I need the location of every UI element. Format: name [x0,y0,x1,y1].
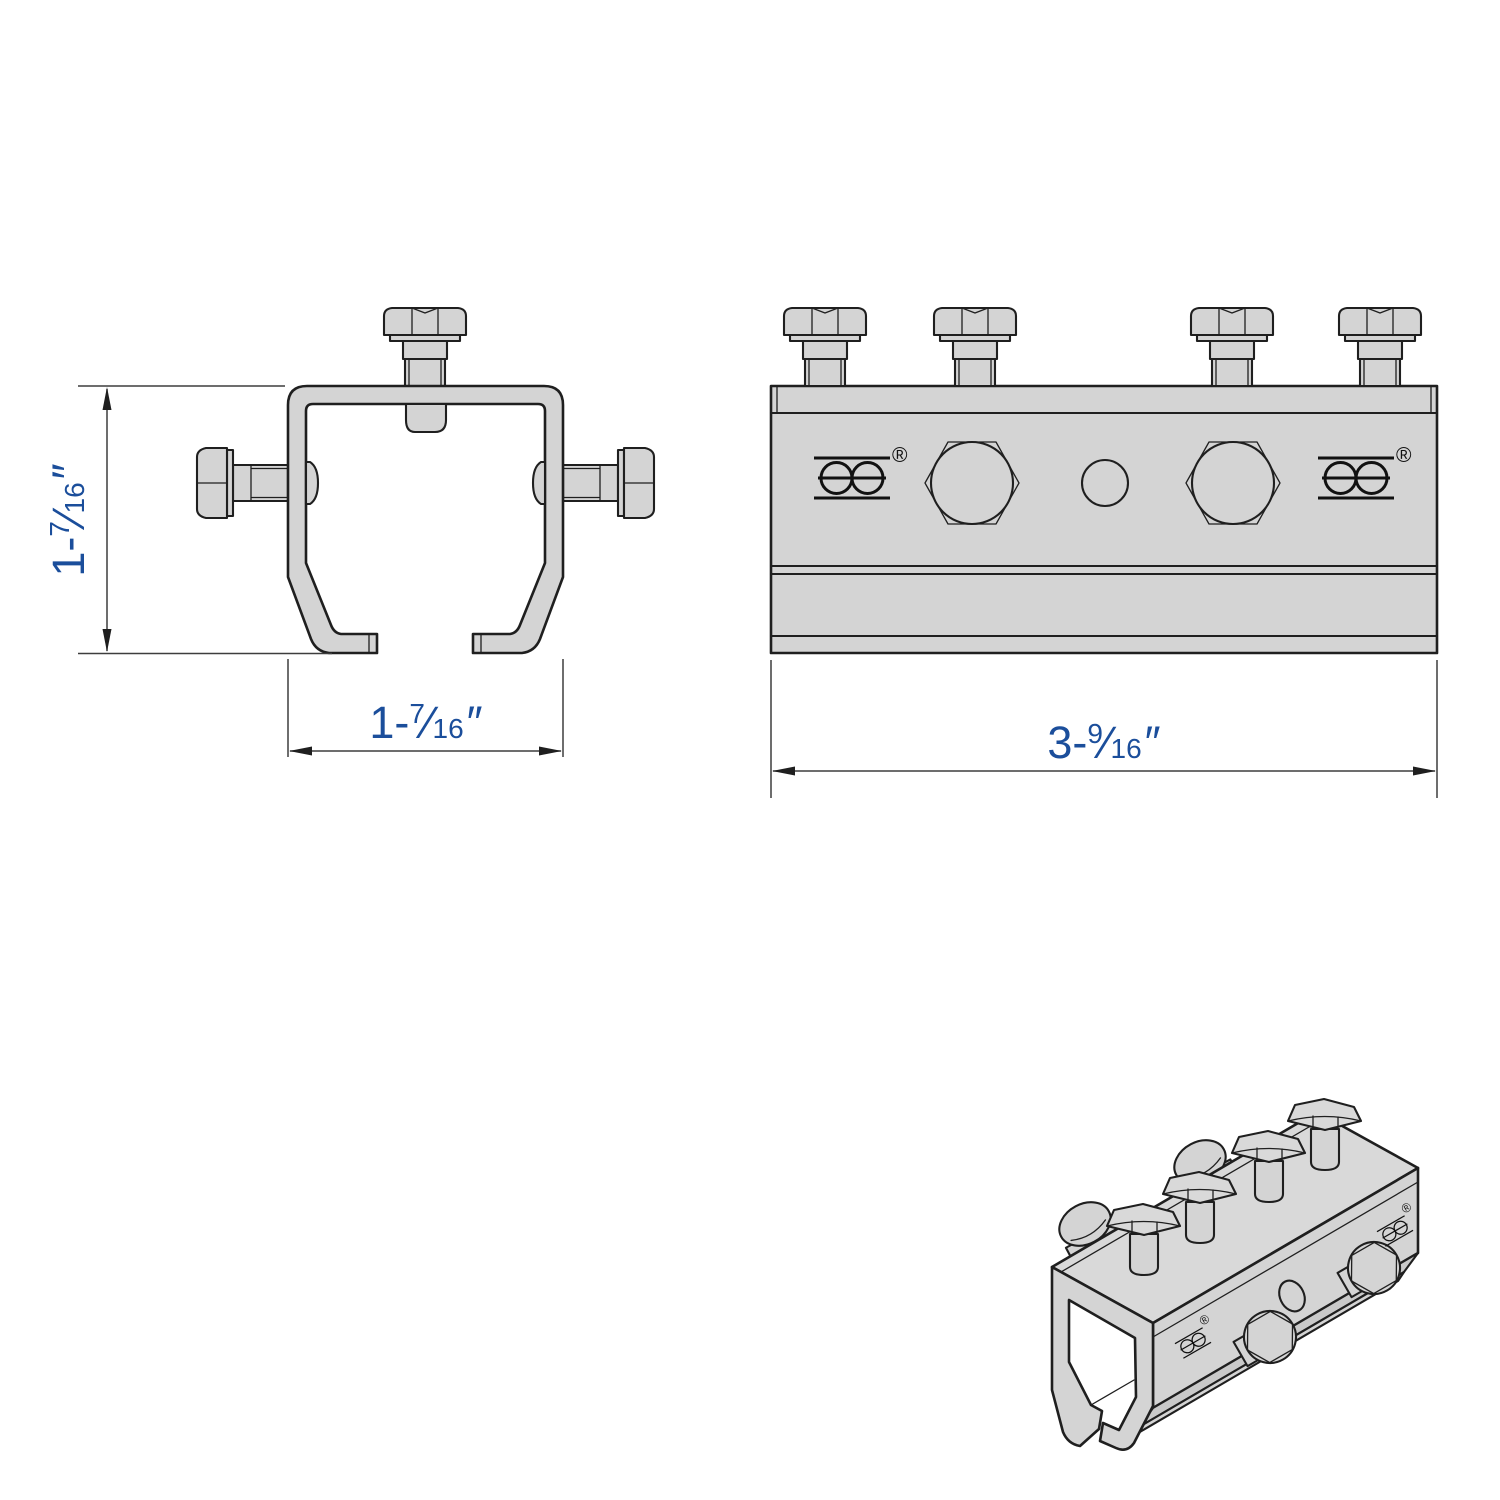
isometric-view [1049,1097,1424,1451]
coupler-body [769,384,1439,655]
arrow-right-icon [539,746,562,756]
arrow-right-icon [1413,766,1436,776]
center-hole [1080,458,1130,508]
right-side-bolt [561,446,656,520]
front-view: 1-7⁄16″ 1-7⁄16″ [43,306,656,757]
top-bolt [382,306,468,388]
top-bolt-1 [782,306,868,388]
height-dimension-label: 1-7⁄16″ [43,463,94,576]
channel-end-profile [1050,1265,1155,1451]
left-bolt-tip [304,460,320,506]
top-bolt-tip [404,402,448,434]
length-dimension-label: 3-9⁄16″ [1047,717,1160,768]
inner-foot-edge-line [1090,1379,1135,1406]
center-hole [1278,1279,1306,1313]
top-bolt-3 [1189,306,1275,388]
right-bolt-tip [531,460,547,506]
length-dimension: 3-9⁄16″ [770,660,1438,798]
arrow-up-icon [102,387,112,410]
width-dimension: 1-7⁄16″ [287,659,564,757]
side-view: 3-9⁄16″ [769,306,1439,798]
arrow-left-icon [289,746,312,756]
top-bolt-4 [1337,306,1423,388]
arrow-left-icon [772,766,795,776]
top-bolt-2 [932,306,1018,388]
front-face-top-bend-line [1152,1181,1419,1338]
left-side-bolt [195,446,290,520]
channel-profile [286,384,565,655]
width-dimension-label: 1-7⁄16″ [369,697,482,748]
arrow-down-icon [102,629,112,652]
